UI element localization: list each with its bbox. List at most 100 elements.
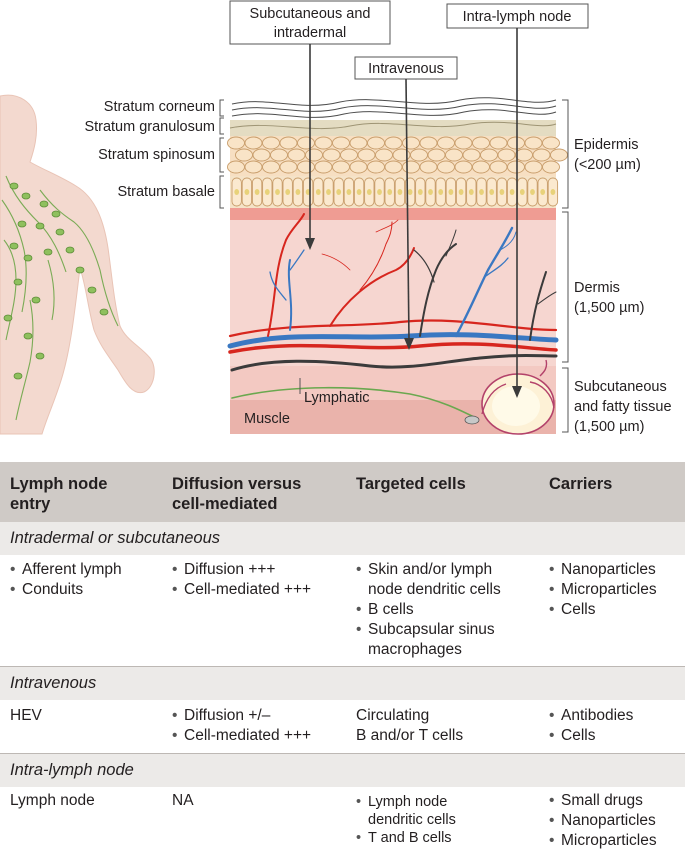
epidermal-cell bbox=[542, 160, 560, 174]
epidermal-cell bbox=[235, 148, 253, 162]
epidermal-cell bbox=[287, 148, 306, 162]
section-intradermal-subcutaneous: Intradermal or subcutaneous bbox=[0, 522, 685, 555]
list-item: Cell-mediated +++ bbox=[172, 726, 311, 746]
epidermal-cell bbox=[454, 136, 473, 150]
basal-cell-nucleus bbox=[234, 189, 240, 195]
list-item: Afferent lymph bbox=[10, 560, 122, 580]
list-item: Nanoparticles bbox=[549, 560, 657, 580]
epidermal-cell bbox=[375, 148, 393, 162]
basal-cell-nucleus bbox=[540, 189, 546, 195]
epidermal-cell bbox=[472, 136, 490, 150]
epidermal-cell bbox=[244, 160, 263, 174]
basal-cell-nucleus bbox=[479, 189, 484, 195]
epidermal-cell bbox=[454, 160, 473, 174]
epidermal-cell bbox=[227, 160, 245, 174]
label-dermis: Dermis bbox=[574, 280, 620, 296]
epidermal-cell bbox=[524, 160, 543, 174]
epidermal-cell bbox=[419, 136, 438, 150]
epidermal-cell bbox=[542, 136, 560, 150]
cell-diffusion: Diffusion +++ Cell-mediated +++ bbox=[172, 560, 311, 600]
lymph-node-delivery-diagram: Stratum corneum Stratum granulosum Strat… bbox=[0, 0, 672, 435]
epidermal-cell bbox=[437, 136, 455, 150]
callout-intra-lymph-node: Intra-lymph node bbox=[446, 3, 589, 29]
epidermal-cell bbox=[322, 148, 341, 162]
label-epidermis: Epidermis bbox=[574, 137, 638, 153]
epidermal-cell bbox=[270, 148, 288, 162]
basal-cell-nucleus bbox=[530, 189, 535, 195]
callout-subcutaneous-intradermal: Subcutaneous and intradermal bbox=[229, 0, 391, 45]
cell-carriers: Antibodies Cells bbox=[549, 706, 633, 746]
basal-cell-nucleus bbox=[428, 189, 433, 195]
epidermal-cell bbox=[384, 160, 403, 174]
cell-diffusion: Diffusion +/– Cell-mediated +++ bbox=[172, 706, 311, 746]
cell-diffusion: NA bbox=[172, 792, 194, 809]
basal-cell-nucleus bbox=[489, 189, 495, 195]
basal-cell-nucleus bbox=[366, 189, 372, 195]
label-epidermis-depth: (<200 µm) bbox=[574, 157, 641, 173]
cell-entry: HEV bbox=[10, 707, 42, 724]
epidermal-cell bbox=[419, 160, 438, 174]
basal-cell-nucleus bbox=[285, 189, 291, 195]
epidermal-cell bbox=[489, 160, 508, 174]
basal-cell-nucleus bbox=[336, 189, 342, 195]
basal-cell-nucleus bbox=[407, 189, 413, 195]
label-dermis-depth: (1,500 µm) bbox=[574, 300, 644, 316]
list-item: Microparticles bbox=[549, 580, 657, 600]
epidermal-cell bbox=[340, 148, 358, 162]
strata-brackets bbox=[219, 99, 224, 209]
cell-entry: Afferent lymph Conduits bbox=[10, 560, 122, 600]
list-item: Cells bbox=[549, 726, 633, 746]
epidermal-cell bbox=[297, 136, 315, 150]
human-body-silhouette bbox=[0, 94, 155, 435]
epidermal-cell bbox=[410, 148, 428, 162]
basal-cell-nucleus bbox=[346, 189, 352, 195]
basal-cell-nucleus bbox=[448, 189, 454, 195]
list-item: Conduits bbox=[10, 580, 122, 600]
label-subcutaneous-depth: (1,500 µm) bbox=[574, 419, 644, 435]
list-item: Antibodies bbox=[549, 706, 633, 726]
epidermal-cell bbox=[489, 136, 508, 150]
epidermal-cell bbox=[402, 136, 420, 150]
basal-cell-nucleus bbox=[377, 189, 382, 195]
section-intra-lymph-node: Intra-lymph node bbox=[0, 754, 685, 787]
epidermal-cell bbox=[349, 136, 368, 150]
injection-arrows bbox=[305, 28, 522, 398]
epidermal-cell bbox=[297, 160, 315, 174]
epidermal-cell bbox=[427, 148, 446, 162]
list-item: Cells bbox=[549, 600, 657, 620]
label-stratum-basale: Stratum basale bbox=[117, 184, 215, 200]
epidermal-cell bbox=[314, 160, 333, 174]
basal-cell-nucleus bbox=[519, 189, 525, 195]
layer-brackets bbox=[562, 99, 569, 433]
callout-intravenous: Intravenous bbox=[354, 56, 458, 80]
epidermal-cell bbox=[507, 136, 525, 150]
cell-carriers: Small drugs Nanoparticles Microparticles bbox=[549, 791, 657, 851]
section-intravenous: Intravenous bbox=[0, 667, 685, 700]
label-stratum-spinosum: Stratum spinosum bbox=[98, 147, 215, 163]
cell-carriers: Nanoparticles Microparticles Cells bbox=[549, 560, 657, 620]
epidermal-cell bbox=[305, 148, 323, 162]
list-item: Nanoparticles bbox=[549, 811, 657, 831]
epidermal-cell bbox=[524, 136, 543, 150]
basal-cell-nucleus bbox=[315, 189, 321, 195]
epidermal-cell bbox=[279, 160, 298, 174]
basal-cell-nucleus bbox=[499, 189, 505, 195]
svg-text:Intravenous: Intravenous bbox=[368, 61, 444, 77]
list-item: Small drugs bbox=[549, 791, 657, 811]
epidermal-cell bbox=[437, 160, 455, 174]
epidermal-cell bbox=[262, 160, 280, 174]
epidermal-cell bbox=[515, 148, 533, 162]
list-item: Microparticles bbox=[549, 831, 657, 851]
svg-text:intradermal: intradermal bbox=[274, 25, 347, 41]
label-subcutaneous: Subcutaneous bbox=[574, 379, 667, 395]
skin-cross-section bbox=[227, 97, 568, 435]
epidermal-cell bbox=[279, 136, 298, 150]
epidermal-cell bbox=[507, 160, 525, 174]
basal-cell-nucleus bbox=[295, 189, 301, 195]
epidermal-cell bbox=[550, 148, 568, 162]
